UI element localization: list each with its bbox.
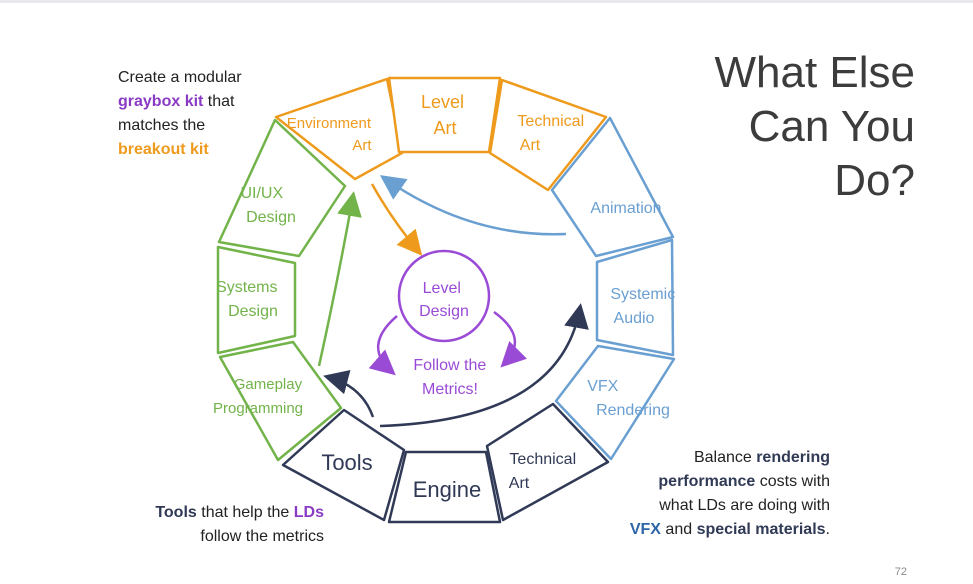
title-line-3: Do? (834, 156, 915, 205)
label-level-art: Level Art (421, 92, 469, 138)
note-text: that (203, 93, 235, 110)
label-tools: Tools (321, 450, 372, 475)
slide-number: 72 (894, 566, 907, 578)
highlight-special-materials: special materials (696, 521, 826, 538)
highlight-breakout-kit: breakout kit (118, 141, 209, 158)
arrow-purple-right-loop (493, 310, 527, 368)
arrow-engine-to-systemic-audio (379, 303, 589, 428)
highlight-graybox-kit: graybox kit (118, 93, 204, 110)
note-line: Create a modular (118, 69, 242, 86)
note-line: VFX and special materials. (600, 518, 830, 542)
label-systems-design: Systems Design (216, 279, 282, 320)
slide-title: What Else Can You Do? (655, 46, 915, 208)
label-animation: Animation (590, 200, 661, 217)
segment-gameplay-programming (218, 340, 343, 462)
segment-systems-design (216, 245, 297, 355)
arrow-gameplay-to-environment (317, 191, 362, 367)
note-line: Tools that help the LDs (124, 501, 324, 525)
note-line: what LDs are doing with (659, 497, 830, 514)
segment-technical-art-bottom (485, 402, 610, 522)
highlight-performance: performance (658, 473, 756, 490)
label-systemic-audio: Systemic Audio (610, 286, 679, 327)
note-text: that help the (196, 504, 294, 521)
label-environment-art: Environment Art (287, 115, 375, 154)
label-follow-the-metrics: Follow the Metrics! (413, 357, 490, 398)
note-rendering: Balance rendering performance costs with… (600, 446, 830, 542)
label-ui-ux-design: UI/UX Design (240, 185, 295, 226)
note-text: and (660, 521, 697, 538)
label-vfx-rendering: VFX Rendering (587, 378, 670, 419)
note-text: costs with (755, 473, 830, 490)
label-engine: Engine (413, 477, 482, 502)
note-tools: Tools that help the LDs follow the metri… (124, 501, 324, 549)
label-gameplay-programming: Gameplay Programming (213, 376, 306, 417)
note-line: follow the metrics (200, 528, 324, 545)
segment-level-art (387, 76, 502, 154)
top-border (0, 0, 973, 3)
note-text: . (825, 521, 830, 538)
segment-systemic-audio (595, 238, 675, 357)
arrow-environment-to-level-design (370, 183, 423, 256)
segment-vfx-rendering (554, 344, 676, 461)
segment-ui-ux-design (217, 118, 347, 258)
note-line: graybox kit that (118, 90, 298, 114)
segment-animation (550, 116, 675, 258)
level-design-circle (397, 249, 491, 343)
label-technical-art-top: Technical Art (517, 113, 588, 154)
arrow-animation-to-environment (379, 175, 567, 236)
highlight-vfx: VFX (629, 521, 661, 538)
title-line-1: What Else (714, 48, 915, 97)
note-line: performance costs with (600, 470, 830, 494)
title-line-2: Can You (748, 102, 915, 151)
note-line: matches the (118, 117, 206, 134)
arrow-tools-to-gameplay (323, 370, 375, 418)
segment-tools (281, 408, 406, 522)
highlight-lds: LDs (293, 504, 324, 521)
note-text: Balance (693, 449, 757, 466)
note-graybox-kit: Create a modular graybox kit that matche… (118, 66, 298, 162)
label-level-design: Level Design (419, 280, 469, 320)
label-technical-art-bottom: Technical Art (509, 451, 581, 492)
highlight-tools: Tools (155, 504, 197, 521)
segment-technical-art-top (488, 78, 608, 192)
arrow-purple-left-loop (368, 315, 398, 376)
segment-engine (387, 450, 502, 524)
highlight-rendering: rendering (756, 449, 830, 466)
note-line: Balance rendering (600, 446, 830, 470)
